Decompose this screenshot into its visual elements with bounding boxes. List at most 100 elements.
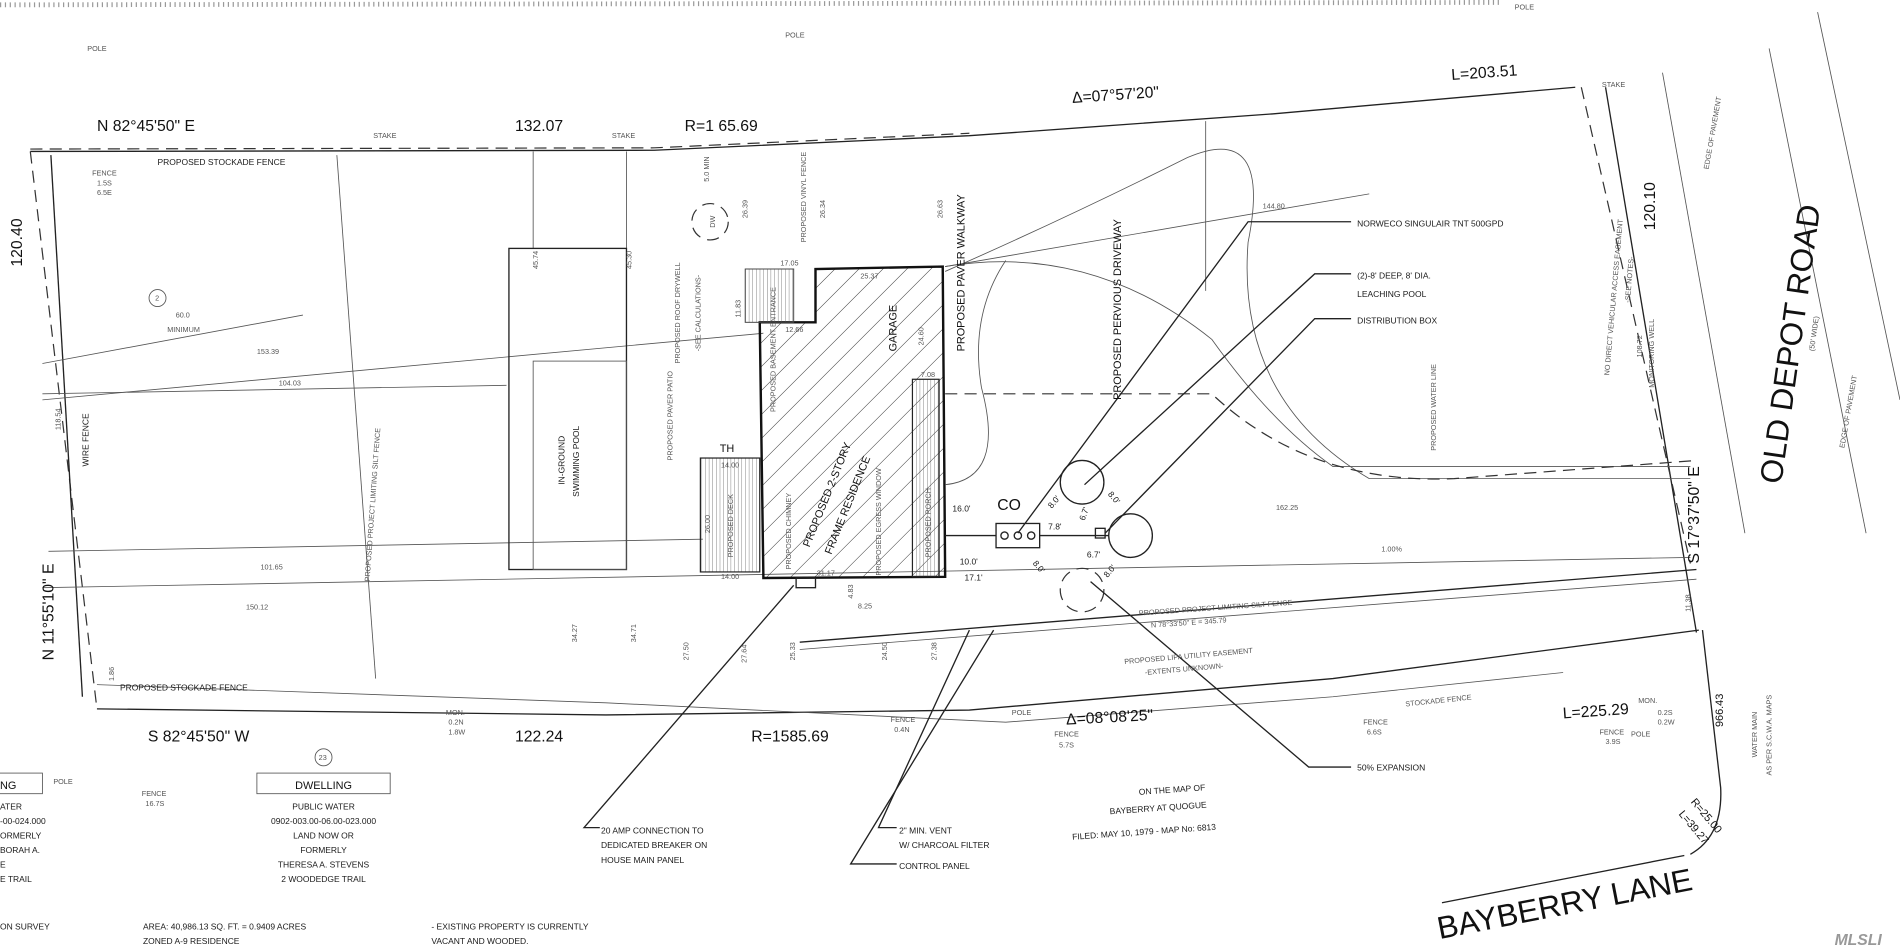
dim: 17.1'	[965, 572, 983, 582]
lipa-easement-2: -EXTENTS UNKNOWN-	[1144, 661, 1224, 677]
fence-label: FENCE	[92, 169, 117, 178]
pole-label: POLE	[87, 44, 107, 53]
no-access-easement: NO DIRECT VEHICULAR ACCESS EASEMENT	[1602, 218, 1625, 376]
silt-fence-line	[799, 568, 1697, 643]
neighbor-line: PUBLIC WATER	[292, 801, 355, 811]
swimming-pool	[508, 247, 628, 571]
south-fence	[96, 672, 1564, 723]
north-delta: Δ=07°57'20"	[1071, 84, 1159, 107]
west-boundary	[29, 151, 98, 709]
no-access-easement-2: -SEE NOTES-	[1623, 255, 1636, 303]
note-survey: ON SURVEY	[0, 921, 50, 931]
note-existing-2: VACANT AND WOODED.	[431, 936, 528, 946]
mon-label: MON.	[1638, 696, 1657, 705]
silt-fence-line-2	[799, 578, 1697, 650]
dim: 24.50	[880, 642, 889, 660]
driveway-label: PROPOSED PERVIOUS DRIVEWAY	[1112, 218, 1124, 399]
callout-amp-2: DEDICATED BREAKER ON	[601, 840, 707, 850]
dim: 34.71	[629, 624, 638, 642]
stockade-fence-south: PROPOSED STOCKADE FENCE	[120, 683, 248, 693]
top-ruler	[0, 0, 1503, 8]
road-edge	[1662, 72, 1746, 534]
monitoring-well-elev: 108.72	[1635, 335, 1644, 357]
callout-vent-2: W/ CHARCOAL FILTER	[899, 840, 989, 850]
pole-label: POLE	[1515, 3, 1535, 12]
residence-footprint	[758, 265, 947, 580]
mon-label: MON.	[446, 708, 465, 717]
silt-fence-west-label: PROPOSED PROJECT LIMITING SILT FENCE	[363, 428, 383, 582]
pool-inner	[532, 360, 627, 570]
dim: 8.0'	[1046, 493, 1063, 510]
dim: 162.25	[1276, 503, 1298, 512]
dim-line	[42, 384, 507, 395]
dim: 17.05	[780, 258, 798, 267]
monitoring-well: MONITORING WELL	[1647, 319, 1656, 388]
dim: 31.17	[817, 569, 835, 578]
fence-offset: 1.5S	[97, 178, 112, 187]
dim: 27.38	[930, 642, 939, 660]
dim-line	[42, 314, 304, 364]
mlsli-watermark: MLSLI	[1835, 932, 1883, 949]
dim: 7.08	[921, 370, 935, 379]
dim-line	[48, 538, 703, 552]
dim: 6.7'	[1077, 505, 1091, 521]
expansion-pool	[1059, 567, 1105, 613]
neighbor-type: DWELLING	[295, 780, 352, 792]
dim: 25.37	[860, 272, 878, 281]
dim: 24.60	[916, 327, 925, 345]
neighbor-line: BORAH A.	[0, 845, 40, 855]
leader-distbox	[1104, 318, 1352, 534]
dim: 7.8'	[1048, 522, 1062, 532]
callout-expansion: 50% EXPANSION	[1357, 763, 1425, 773]
stake-label: STAKE	[612, 131, 635, 140]
lot-2-circle	[148, 289, 167, 307]
wire-fence	[50, 155, 84, 697]
water-main: WATER MAIN	[1750, 712, 1759, 758]
callout-norweco: NORWECO SINGULAIR TNT 500GPD	[1357, 219, 1503, 229]
dim: 118.54	[54, 408, 63, 430]
leader-amp	[582, 584, 795, 829]
dim: 25.33	[788, 642, 797, 660]
callout-vent: 2" MIN. VENT	[899, 826, 952, 836]
dim: 11.38	[1683, 594, 1692, 612]
leader-leaching	[1084, 273, 1352, 486]
egress-label: PROPOSED EGRESS WINDOW	[874, 468, 883, 576]
walkway-curve	[945, 260, 1007, 486]
dim: 8.0'	[1106, 489, 1123, 506]
fence-label: FENCE	[142, 789, 167, 798]
silt-fence-label: PROPOSED PROJECT LIMITING SILT FENCE	[1139, 598, 1293, 618]
dim: 101.65	[261, 563, 283, 572]
neighbor-line: 2 WOODEDGE TRAIL	[281, 874, 366, 884]
leader-expansion	[1090, 581, 1352, 768]
lot-number: 2	[155, 294, 159, 303]
pool-label: IN-GROUND	[557, 436, 567, 485]
dim: 26.00	[703, 515, 712, 533]
road-edge-2	[1768, 48, 1867, 534]
stake-label: STAKE	[373, 131, 396, 140]
neighbor-line: ATER	[0, 801, 22, 811]
dim: 11.83	[733, 300, 742, 318]
neighbor-line: E	[0, 860, 6, 870]
callout-control-panel: CONTROL PANEL	[899, 861, 970, 871]
fence-offset: 5.7S	[1059, 741, 1074, 750]
dim: 144.80	[1263, 201, 1285, 210]
map-note-2: BAYBERRY AT QUOGUE	[1109, 800, 1207, 817]
dim: 10.0'	[960, 557, 978, 567]
east-boundary	[1604, 87, 1698, 633]
lot-23-circle	[314, 748, 333, 767]
driveway-curve	[945, 261, 1691, 467]
fence-label: FENCE	[891, 715, 916, 724]
patio-label: PROPOSED PAVER PATIO	[666, 371, 675, 461]
mon-offset: 0.2S	[1658, 708, 1673, 717]
pole-label: POLE	[785, 31, 805, 40]
fence-offset: 6.6S	[1367, 727, 1382, 736]
south-boundary	[96, 629, 1699, 716]
dim: 45.74	[531, 251, 540, 269]
callout-leaching-2: LEACHING POOL	[1357, 289, 1426, 299]
neighbor-line: LAND NOW OR	[293, 831, 354, 841]
leaching-pool	[1108, 513, 1154, 559]
road-edge-3	[1817, 12, 1900, 400]
dim-line	[42, 332, 764, 401]
fence-label: FENCE	[1599, 727, 1624, 736]
silt-fence-west	[336, 155, 377, 679]
